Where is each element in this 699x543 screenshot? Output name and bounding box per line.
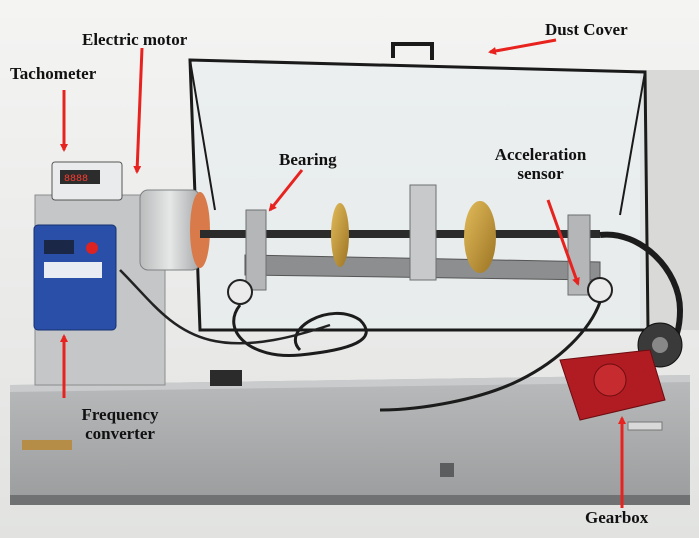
gearbox-shaft xyxy=(627,421,663,431)
arrow-bearing xyxy=(268,169,304,212)
label-dust-cover: Dust Cover xyxy=(545,20,628,39)
arrow-electric-motor xyxy=(133,47,144,174)
shaft xyxy=(200,230,600,238)
dust-cover-handle xyxy=(391,42,434,60)
label-acceleration-sensor: Acceleration sensor xyxy=(483,145,598,183)
base-plate xyxy=(10,375,690,505)
label-frequency-converter: Frequency converter xyxy=(70,405,170,443)
bearing-housing-left xyxy=(245,209,267,291)
label-gearbox: Gearbox xyxy=(585,508,649,527)
label-acceleration-line1: Acceleration xyxy=(494,145,587,164)
power-cable xyxy=(119,269,331,345)
cable-bundle xyxy=(232,304,368,358)
dust-cover-edge-left xyxy=(189,59,216,211)
gearbox-cover xyxy=(593,363,627,397)
accel-sensor-left xyxy=(227,279,253,305)
dust-cover-edge-right xyxy=(619,71,646,216)
label-frequency-line2: converter xyxy=(85,424,155,443)
converter-label-plate xyxy=(44,262,102,278)
tachometer-display xyxy=(60,170,100,184)
label-frequency-line1: Frequency xyxy=(81,405,159,424)
base-plate-front xyxy=(10,495,690,505)
center-support xyxy=(409,184,437,281)
label-bearing: Bearing xyxy=(279,150,337,169)
converter-button xyxy=(86,242,98,254)
label-electric-motor: Electric motor xyxy=(82,30,188,49)
brass-disc-small xyxy=(331,203,349,267)
connector-box xyxy=(210,370,242,386)
label-tachometer: Tachometer xyxy=(10,64,97,83)
sensor-cable xyxy=(379,301,602,412)
brass-disc-large xyxy=(464,201,496,273)
converter-display xyxy=(44,240,74,254)
tachometer-digits: 8888 xyxy=(64,174,88,185)
label-acceleration-line2: sensor xyxy=(517,164,564,183)
base-nameplate xyxy=(22,440,72,450)
accel-sensor-right xyxy=(587,277,613,303)
pulley-hub xyxy=(652,337,668,353)
arrow-acceleration-sensor xyxy=(546,199,580,286)
arrow-dust-cover xyxy=(488,38,557,55)
base-latch xyxy=(440,463,454,477)
right-wall-shadow xyxy=(640,70,699,330)
